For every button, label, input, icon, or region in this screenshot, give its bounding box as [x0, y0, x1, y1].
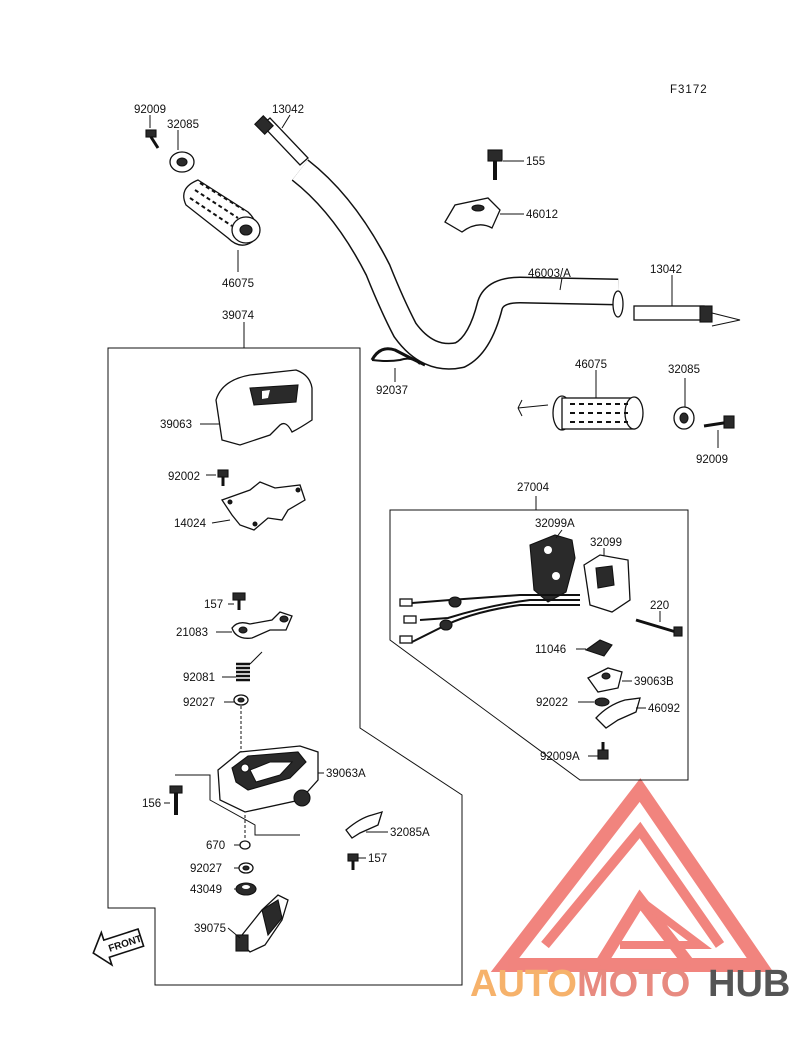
spring-92081-icon [236, 651, 263, 682]
screw-92009A-icon [597, 742, 609, 760]
label-46075-r: 46075 [575, 359, 607, 371]
label-92027-b: 92027 [190, 863, 222, 875]
screw-220-icon [635, 618, 683, 637]
label-92002: 92002 [168, 471, 200, 483]
grip-46075-left-icon [183, 179, 261, 246]
label-92009A: 92009A [540, 751, 580, 763]
screw-157-a-icon [232, 592, 246, 610]
watermark-text: AUTO MOTO HUB [470, 963, 790, 1005]
label-46075-tl: 46075 [222, 278, 254, 290]
o-ring-670-icon [239, 840, 251, 850]
cap-32085-right-icon [673, 406, 695, 430]
gasket-14024-icon [220, 481, 306, 531]
label-92027-a: 92027 [183, 697, 215, 709]
label-39075: 39075 [194, 923, 226, 935]
label-32085A: 32085A [390, 827, 430, 839]
switch-part-11046-icon [584, 639, 613, 657]
lever-46092-icon [595, 697, 641, 729]
label-157-b: 157 [368, 853, 387, 865]
watermark-logo-icon [490, 778, 774, 972]
bolt-155-icon [487, 149, 503, 180]
end-weight-13042-right-icon [633, 305, 741, 327]
lever-39075-icon [235, 894, 289, 953]
label-39074: 39074 [222, 310, 255, 322]
handlebar-46003-icon [291, 159, 624, 370]
label-32099: 32099 [590, 537, 622, 549]
label-39063: 39063 [160, 419, 192, 431]
bolt-92009-icon [145, 129, 160, 149]
bolt-156-icon [169, 785, 183, 815]
plate-21083-icon [231, 611, 293, 639]
label-14024: 14024 [174, 518, 207, 530]
clip-92037-icon [370, 347, 426, 367]
holder-46012-icon [444, 197, 501, 233]
nut-43049-icon [235, 882, 257, 896]
housing-39063A-icon [217, 745, 319, 813]
label-157-a: 157 [204, 599, 223, 611]
front-arrow-icon: FRONT [92, 928, 145, 967]
label-46003: 46003/A [528, 268, 571, 280]
cover-39063-icon [215, 369, 313, 446]
washer-92022-icon [594, 697, 610, 707]
label-155: 155 [526, 156, 545, 168]
lever-32085A-icon [345, 811, 383, 839]
switch-32099-icon [583, 554, 631, 613]
cap-32085-icon [169, 151, 195, 173]
wiring-harness-icon [399, 594, 580, 644]
label-46012: 46012 [526, 209, 558, 221]
label-27004: 27004 [517, 482, 550, 494]
label-39063B: 39063B [634, 676, 674, 688]
end-weight-13042-left-icon [254, 115, 309, 166]
washer-92027-b-icon [238, 862, 254, 874]
label-220: 220 [650, 600, 669, 612]
label-32085-r: 32085 [668, 364, 700, 376]
watermark-part2: MOTO [577, 963, 690, 1005]
label-92009-tl: 92009 [134, 104, 166, 116]
label-11046: 11046 [535, 644, 566, 656]
screw-92002-icon [217, 469, 229, 486]
label-32085-tl: 32085 [167, 119, 199, 131]
watermark-part1: AUTO [470, 963, 577, 1005]
label-92022: 92022 [536, 697, 568, 709]
label-39063A: 39063A [326, 768, 366, 780]
label-92081: 92081 [183, 672, 215, 684]
label-43049: 43049 [190, 884, 222, 896]
grip-46075-right-icon [517, 395, 644, 431]
label-13042-top: 13042 [272, 104, 304, 116]
label-156: 156 [142, 798, 161, 810]
label-13042-right: 13042 [650, 264, 682, 276]
diagram-code: F3172 [670, 84, 708, 96]
label-92037: 92037 [376, 385, 408, 397]
screw-157-b-icon [347, 853, 359, 870]
switch-32099A-icon [529, 534, 576, 603]
washer-92027-a-icon [233, 694, 249, 706]
label-32099A: 32099A [535, 518, 575, 530]
housing-39063B-icon [587, 667, 623, 693]
bolt-92009-right-icon [703, 415, 735, 429]
watermark-part3: HUB [708, 963, 790, 1005]
label-21083: 21083 [176, 627, 208, 639]
label-670: 670 [206, 840, 225, 852]
label-92009-r: 92009 [696, 454, 728, 466]
label-46092: 46092 [648, 703, 680, 715]
